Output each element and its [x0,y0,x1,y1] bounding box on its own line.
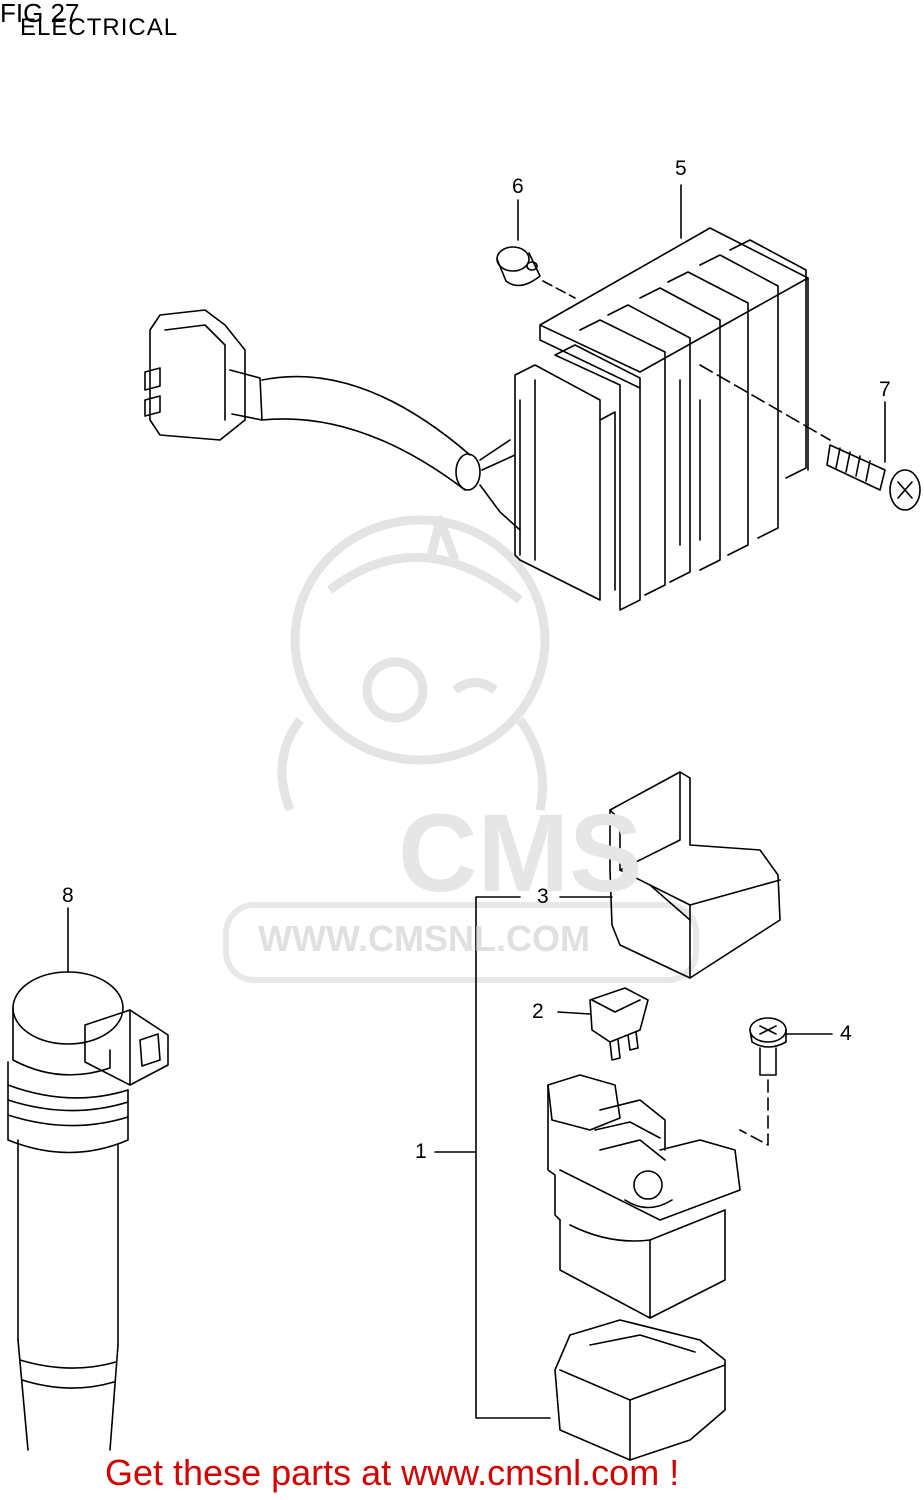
callout-8: 8 [62,884,74,907]
guide-line-7 [699,364,831,441]
callout-6: 6 [512,175,524,198]
watermark-url-frame [223,902,699,983]
part-5-regulator-rectifier [514,184,809,611]
figure-subtitle: ELECTRICAL [20,14,179,41]
callout-7: 7 [879,378,891,401]
guide-line-4 [739,1079,769,1146]
callout-1: 1 [415,1140,427,1163]
part-2-fuse [557,987,649,1061]
callout-4: 4 [840,1022,852,1045]
part-8-ignition-coil [7,907,169,1451]
watermark-mascot [277,515,550,812]
get-parts-link[interactable]: Get these parts at www.cmsnl.com ! [105,1452,680,1493]
bracket-1 [475,896,551,1419]
watermark-url: WWW.CMSNL.COM [258,918,590,959]
figure-title: FIG 27 [0,0,80,28]
watermark-brand: CMS [398,792,643,915]
part-4-screw [739,1017,833,1146]
callout-5: 5 [675,157,687,180]
part-6-bushing [496,246,541,287]
guide-line-6 [542,280,576,299]
callout-2: 2 [532,1000,544,1023]
leader-2 [557,1011,591,1015]
callout-3: 3 [537,885,549,908]
part-1-starter-relay [547,1074,741,1461]
part-7-bolt [699,364,921,511]
part-5-connector-harness [144,309,521,531]
part-3-relay-cover [609,771,781,979]
